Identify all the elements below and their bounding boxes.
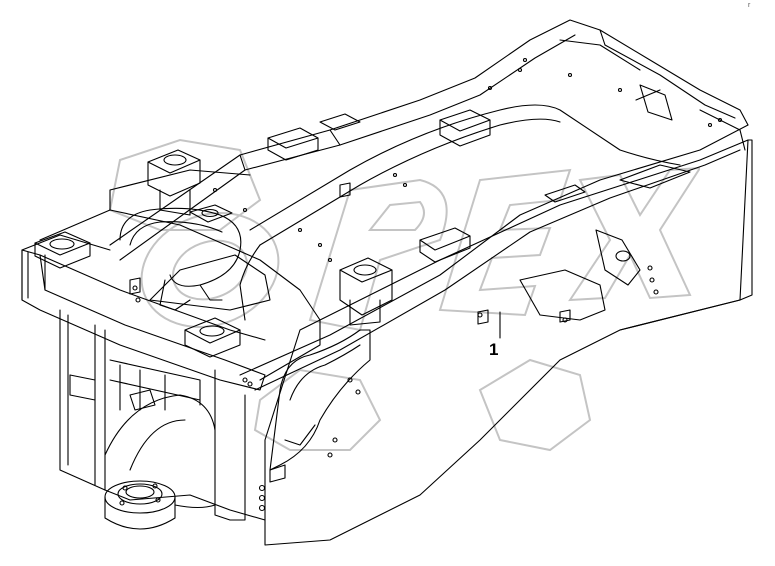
left-rail-upper <box>109 19 606 246</box>
top-crossbeam <box>39 209 321 381</box>
side-opening-2 <box>519 269 606 321</box>
rear-cross-member <box>599 29 749 126</box>
mount-pad-front-right <box>339 257 393 326</box>
right-side-plate <box>264 139 749 546</box>
bolt-holes <box>132 57 723 512</box>
right-rail <box>239 124 749 376</box>
front-cross-member <box>21 249 266 391</box>
lug <box>595 229 641 286</box>
mount-pad-center <box>147 149 201 216</box>
corner-mark: r <box>748 2 752 9</box>
side-opening-1 <box>269 329 371 471</box>
center-tunnel <box>249 104 681 231</box>
callout-label-1: 1 <box>489 340 499 359</box>
mount-pad-front <box>184 317 241 358</box>
left-upright-box <box>59 309 106 491</box>
pivot-boss <box>104 480 216 530</box>
inner-link-left <box>119 207 242 287</box>
mount-pad-left <box>34 231 91 269</box>
